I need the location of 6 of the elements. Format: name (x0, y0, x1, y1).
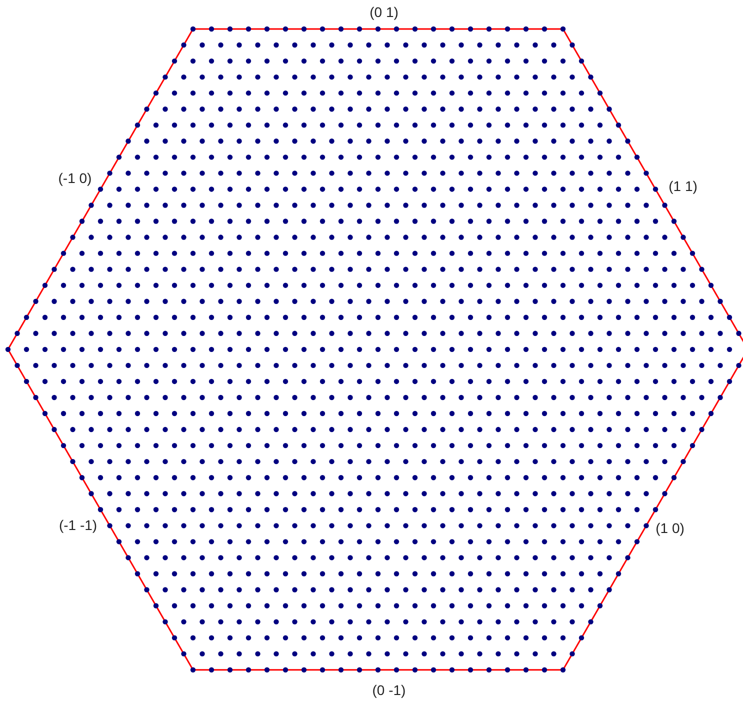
side-label: (-1 -1) (58, 517, 98, 533)
side-label: (0 -1) (372, 682, 406, 698)
side-label: (1 1) (668, 178, 698, 194)
side-label: (-1 0) (58, 170, 92, 186)
side-label: (0 1) (370, 4, 398, 20)
side-label: (1 0) (656, 520, 684, 536)
